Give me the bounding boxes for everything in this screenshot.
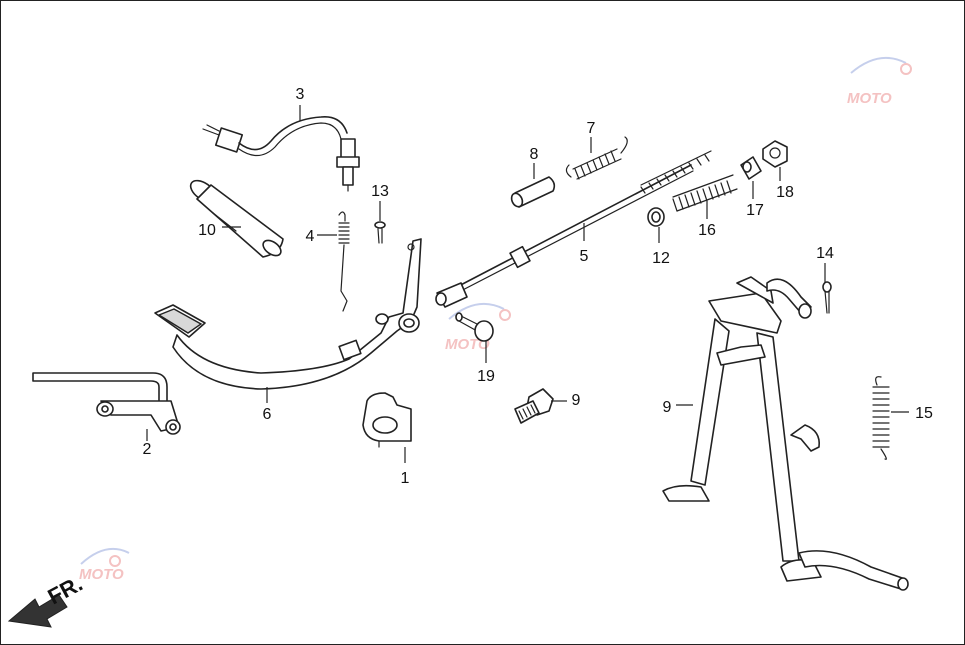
part-10-pivot-pin [189,179,284,258]
part-15-spring [872,376,890,460]
callout-label: 13 [371,183,389,200]
callout-label: 17 [746,202,764,219]
callout-label: 19 [477,368,495,385]
callout-label: 12 [652,250,670,267]
part-12-washer [647,207,665,227]
moto-watermark-icon: MOTO [445,302,511,353]
part-1-cover [362,392,412,448]
part-2-brake-rod [32,372,181,435]
part-14-cotter-pin [822,281,832,314]
part-7-spring [565,136,628,180]
callout-label: 4 [306,228,315,245]
watermark-text: MOTO [79,566,124,583]
part-9-main-stand [662,276,909,591]
part-6-brake-pedal [154,238,422,390]
callout-label: 14 [816,245,834,262]
part-16-spring [672,174,738,212]
watermark-text: MOTO [445,336,490,353]
callout-label: 3 [296,86,305,103]
front-direction-arrow-icon: FR. [7,571,87,628]
callout-label: 7 [587,120,596,137]
callout-label: 2 [143,441,152,458]
callout-label: 6 [263,406,272,423]
callout-labels: 1 2 3 4 5 6 7 8 9 9 10 12 13 14 15 16 17… [143,86,933,487]
part-19-pin [455,312,494,342]
callout-label: 10 [198,222,216,239]
callout-label: 15 [915,405,933,422]
watermark-text: MOTO [847,90,892,107]
part-17-nut [740,156,762,180]
leader-lines [146,105,909,463]
moto-watermark-icon: MOTO [79,547,130,583]
callout-label: 1 [401,470,410,487]
part-8-sleeve [510,176,556,208]
callout-label: 9 [572,392,581,409]
part-4-spring [338,211,350,312]
callout-label: 8 [530,146,539,163]
callout-label: 16 [698,222,716,239]
part-18-adjuster [762,140,788,168]
callout-label: 9 [663,399,672,416]
callout-label: 18 [776,184,794,201]
part-13-cotter-pin [374,221,386,244]
moto-watermark-icon: MOTO [847,56,912,107]
part-5-brake-rod [435,150,712,308]
callout-label: 5 [580,248,589,265]
part-3-brake-switch [202,116,360,192]
part-9-bolt [514,388,554,424]
